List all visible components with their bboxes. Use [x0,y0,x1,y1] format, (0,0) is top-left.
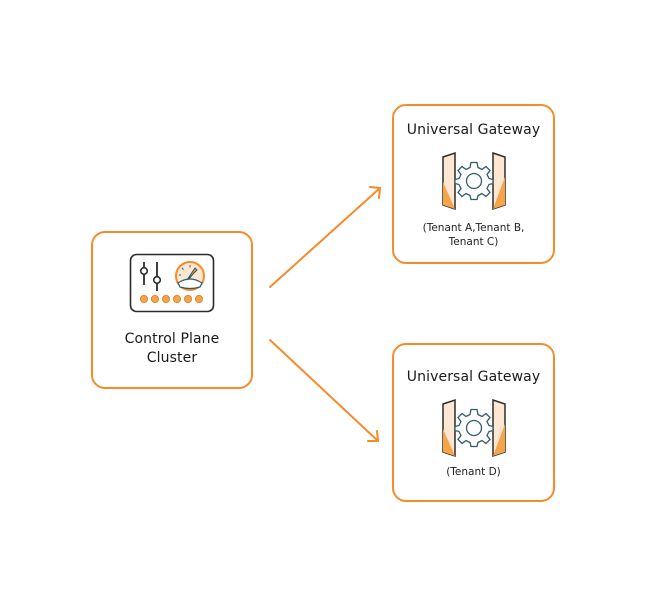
control-plane-cluster-node[interactable]: Control Plane Cluster [91,231,253,389]
control-panel-icon [129,253,215,313]
arrowhead-icon [369,186,381,199]
gateway-gear-icon [442,398,506,458]
node-title: Universal Gateway [406,122,541,138]
node-title: Control Plane [124,331,220,347]
tenant-list: (Tenant A,Tenant B, [422,222,525,234]
gateway-gear-icon [442,151,506,211]
edge-control-plane-to-gateway-2 [269,339,379,442]
node-title: Universal Gateway [406,369,541,385]
edge-control-plane-to-gateway-1 [269,187,381,288]
universal-gateway-node-2[interactable]: Universal Gateway (Tenant D) [392,343,555,502]
tenant-list-line2: Tenant C) [448,236,499,248]
arrowhead-icon [367,430,379,442]
node-title-line2: Cluster [146,350,198,366]
tenant-list: (Tenant D) [446,466,501,478]
universal-gateway-node-1[interactable]: Universal Gateway (Tenant A,Tenant B, Te… [392,104,555,264]
